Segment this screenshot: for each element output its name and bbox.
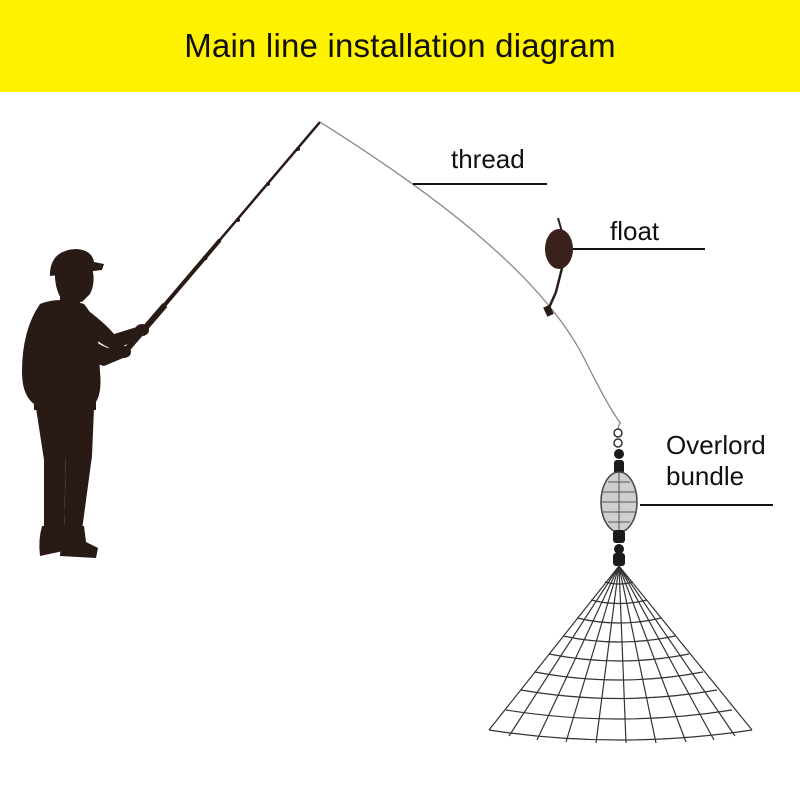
float-label: float (610, 216, 660, 246)
diagram-title: Main line installation diagram (184, 27, 616, 64)
thread-label: thread (451, 144, 525, 174)
bundle-label-line2: bundle (666, 461, 745, 492)
overlord-bundle-label: Overlord bundle (666, 430, 766, 492)
float-icon (543, 217, 573, 317)
bundle-label-line1: Overlord (666, 430, 766, 460)
title-banner: Main line installation diagram (0, 0, 800, 92)
fishing-net (488, 565, 753, 744)
fishing-rod (125, 121, 321, 350)
fisherman-silhouette (22, 249, 149, 558)
overlord-bundle (600, 428, 638, 566)
main-line (319, 121, 621, 431)
